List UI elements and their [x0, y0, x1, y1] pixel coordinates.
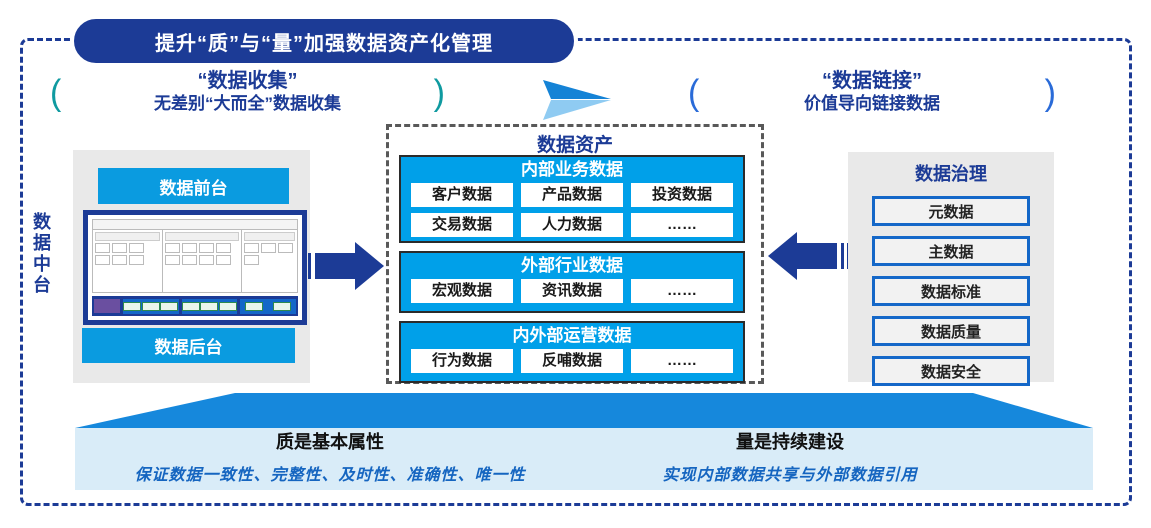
data-chip: 行为数据 — [411, 349, 513, 373]
data-middle-platform-label: 数据中台 — [31, 212, 51, 296]
data-linking-title: “数据链接” — [822, 70, 922, 92]
data-chip: 产品数据 — [521, 183, 623, 207]
external-industry-data-header: 外部行业数据 — [521, 256, 623, 275]
mini-purple-label — [94, 299, 120, 313]
governance-item: 数据标准 — [872, 276, 1030, 306]
data-platform-panel: 数据前台 — [73, 150, 310, 383]
data-chip: 资讯数据 — [521, 279, 623, 303]
quantity-statement: 量是持续建设 实现内部数据共享与外部数据引用 — [590, 428, 990, 485]
data-back-desk-bar: 数据后台 — [82, 328, 295, 363]
external-industry-data-section: 外部行业数据 宏观数据 资讯数据 …… — [399, 251, 745, 313]
data-assets-title: 数据资产 — [536, 135, 613, 156]
data-linking-text: “数据链接” 价值导向链接数据 — [699, 70, 1044, 115]
quantity-description: 实现内部数据共享与外部数据引用 — [662, 467, 918, 484]
data-chip: 客户数据 — [411, 183, 513, 207]
quality-statement: 质是基本属性 保证数据一致性、完整性、及时性、准确性、唯一性 — [75, 428, 585, 485]
title-banner-text: 提升“质”与“量”加强数据资产化管理 — [155, 32, 493, 55]
mini-bottom-bar — [92, 296, 298, 316]
internal-business-data-header: 内部业务数据 — [521, 160, 623, 179]
data-assets-box: 数据资产 内部业务数据 客户数据 产品数据 投资数据 交易数据 人力数据 …… … — [386, 124, 764, 384]
data-collection-header: ( “数据收集” 无差别“大而全”数据收集 ) — [50, 70, 445, 115]
close-bracket-icon: ) — [433, 72, 445, 113]
data-chip: 交易数据 — [411, 213, 513, 237]
data-governance-title: 数据治理 — [915, 164, 987, 184]
data-collection-subtitle: 无差别“大而全”数据收集 — [154, 94, 341, 113]
data-collection-title: “数据收集” — [197, 70, 298, 92]
arrow-right-icon — [302, 242, 384, 290]
title-banner: 提升“质”与“量”加强数据资产化管理 — [70, 15, 578, 67]
data-chip: 宏观数据 — [411, 279, 513, 303]
arrow-left-icon — [768, 232, 850, 280]
governance-item: 数据质量 — [872, 316, 1030, 346]
chevron-right-icon — [543, 80, 611, 120]
mini-screenshot-body — [88, 215, 302, 320]
operational-data-header: 内外部运营数据 — [512, 326, 632, 345]
open-bracket-icon: ( — [688, 72, 700, 113]
data-chip: …… — [631, 279, 733, 303]
data-governance-panel: 数据治理 元数据 主数据 数据标准 数据质量 数据安全 — [848, 152, 1054, 386]
data-chip: 投资数据 — [631, 183, 733, 207]
quality-description: 保证数据一致性、完整性、及时性、准确性、唯一性 — [134, 467, 526, 484]
data-chip: …… — [631, 349, 733, 373]
mini-table — [92, 219, 298, 293]
data-chip: 反哺数据 — [521, 349, 623, 373]
data-linking-header: ( “数据链接” 价值导向链接数据 ) — [688, 70, 1056, 115]
data-front-desk-bar: 数据前台 — [98, 168, 289, 204]
mini-table-header — [93, 220, 297, 230]
governance-item: 主数据 — [872, 236, 1030, 266]
internal-business-data-section: 内部业务数据 客户数据 产品数据 投资数据 交易数据 人力数据 …… — [399, 155, 745, 243]
data-chip: 人力数据 — [521, 213, 623, 237]
mini-architecture-screenshot — [83, 210, 307, 325]
data-linking-subtitle: 价值导向链接数据 — [804, 94, 940, 113]
data-collection-text: “数据收集” 无差别“大而全”数据收集 — [61, 70, 433, 115]
data-back-desk-label: 数据后台 — [154, 338, 223, 357]
governance-item: 数据安全 — [872, 356, 1030, 386]
data-front-desk-label: 数据前台 — [159, 178, 228, 198]
close-bracket-icon: ) — [1044, 72, 1056, 113]
operational-data-section: 内外部运营数据 行为数据 反哺数据 …… — [399, 321, 745, 383]
data-chip: …… — [631, 213, 733, 237]
quantity-heading: 量是持续建设 — [736, 432, 844, 452]
open-bracket-icon: ( — [50, 72, 62, 113]
quality-heading: 质是基本属性 — [276, 432, 384, 452]
bottom-trapezoid — [75, 393, 1093, 490]
governance-item: 元数据 — [872, 196, 1030, 226]
